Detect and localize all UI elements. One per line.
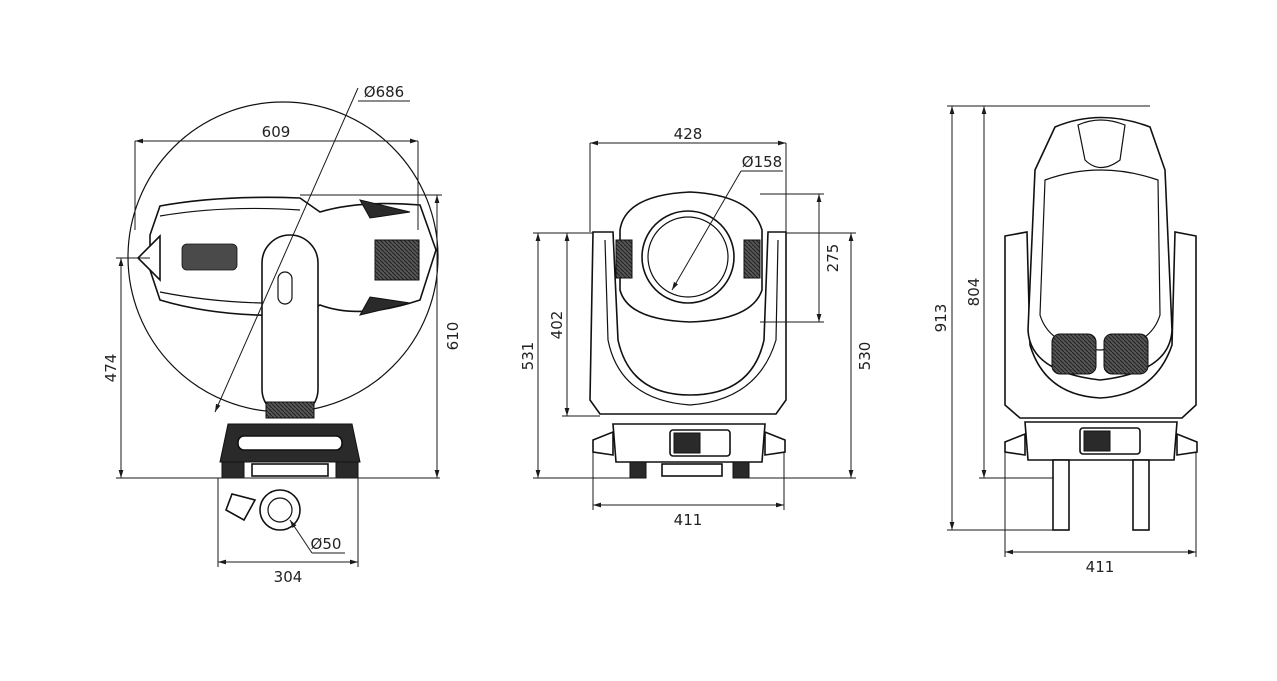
- front-view: [589, 191, 787, 479]
- dim-label-609: 609: [262, 123, 291, 141]
- front-foot-left: [629, 461, 647, 479]
- side-fan-grille: [181, 243, 238, 271]
- dim-label-531: 531: [519, 342, 537, 371]
- side-clamp-handle: [225, 493, 257, 522]
- front-view-dimensions: 428 Ø158 275 531 402 530 411: [519, 125, 874, 529]
- dim-label-428: 428: [674, 125, 703, 143]
- dim-label-804: 804: [965, 278, 983, 307]
- dim-label-610: 610: [444, 322, 462, 351]
- front-lens-inner: [647, 216, 729, 298]
- rear-clamp-left: [1052, 459, 1070, 531]
- side-fin-top: [359, 199, 411, 219]
- dim-label-dia-686: Ø686: [364, 83, 404, 101]
- rear-head: [1027, 116, 1173, 381]
- front-base-handle-left: [592, 430, 614, 456]
- dim-label-411-rear: 411: [1086, 558, 1115, 576]
- dim-label-304: 304: [274, 568, 303, 586]
- front-base-handle-right: [764, 430, 786, 456]
- front-yoke: [589, 231, 787, 415]
- side-yoke-arm: [261, 234, 319, 418]
- dim-label-530: 530: [856, 342, 874, 371]
- front-foot-right: [732, 461, 750, 479]
- side-fin-bottom: [359, 296, 411, 316]
- side-foot-left: [221, 461, 245, 479]
- side-rear-vent: [374, 239, 420, 281]
- dim-label-411-front: 411: [674, 511, 703, 529]
- dim-label-913: 913: [932, 304, 950, 333]
- rear-vent-right: [1103, 333, 1149, 375]
- front-display-screen: [673, 432, 701, 454]
- rear-yoke: [1004, 231, 1197, 419]
- front-head-vent-left: [615, 239, 633, 279]
- rear-view: [1004, 116, 1198, 531]
- side-head-contour-top: [159, 207, 301, 217]
- rear-base-handle-left: [1004, 432, 1026, 456]
- dim-label-dia-158: Ø158: [742, 153, 782, 171]
- front-yoke-inner: [604, 239, 779, 406]
- side-view: [127, 101, 439, 531]
- dim-label-dia-50: Ø50: [311, 535, 342, 553]
- side-clamp-plate: [251, 463, 329, 477]
- rear-vent-left: [1051, 333, 1097, 375]
- front-lens-outer: [641, 210, 735, 304]
- rear-head-top-window: [1077, 119, 1126, 169]
- dim-line-dia-50: [289, 519, 313, 554]
- side-yoke-lock: [277, 271, 293, 305]
- dim-line-dia-686: [214, 87, 359, 413]
- side-clamp-ring: [259, 489, 301, 531]
- dim-label-275: 275: [824, 244, 842, 273]
- rear-display-screen: [1083, 430, 1111, 452]
- front-head-vent-right: [743, 239, 761, 279]
- rear-clamp-right: [1132, 459, 1150, 531]
- side-base-handle: [237, 435, 343, 451]
- rear-base-handle-right: [1176, 432, 1198, 456]
- dim-label-474: 474: [102, 354, 120, 383]
- dim-line-dia-158: [671, 170, 742, 291]
- dim-label-402: 402: [548, 311, 566, 340]
- side-clamp-hole: [267, 497, 293, 523]
- front-clamp-plate: [661, 463, 723, 477]
- side-yoke-vent: [265, 401, 315, 419]
- side-view-dimensions: 609 Ø686 474 610 304 Ø50: [102, 83, 462, 586]
- rear-view-dimensions: 913 804 411: [932, 105, 1197, 576]
- side-foot-right: [335, 461, 359, 479]
